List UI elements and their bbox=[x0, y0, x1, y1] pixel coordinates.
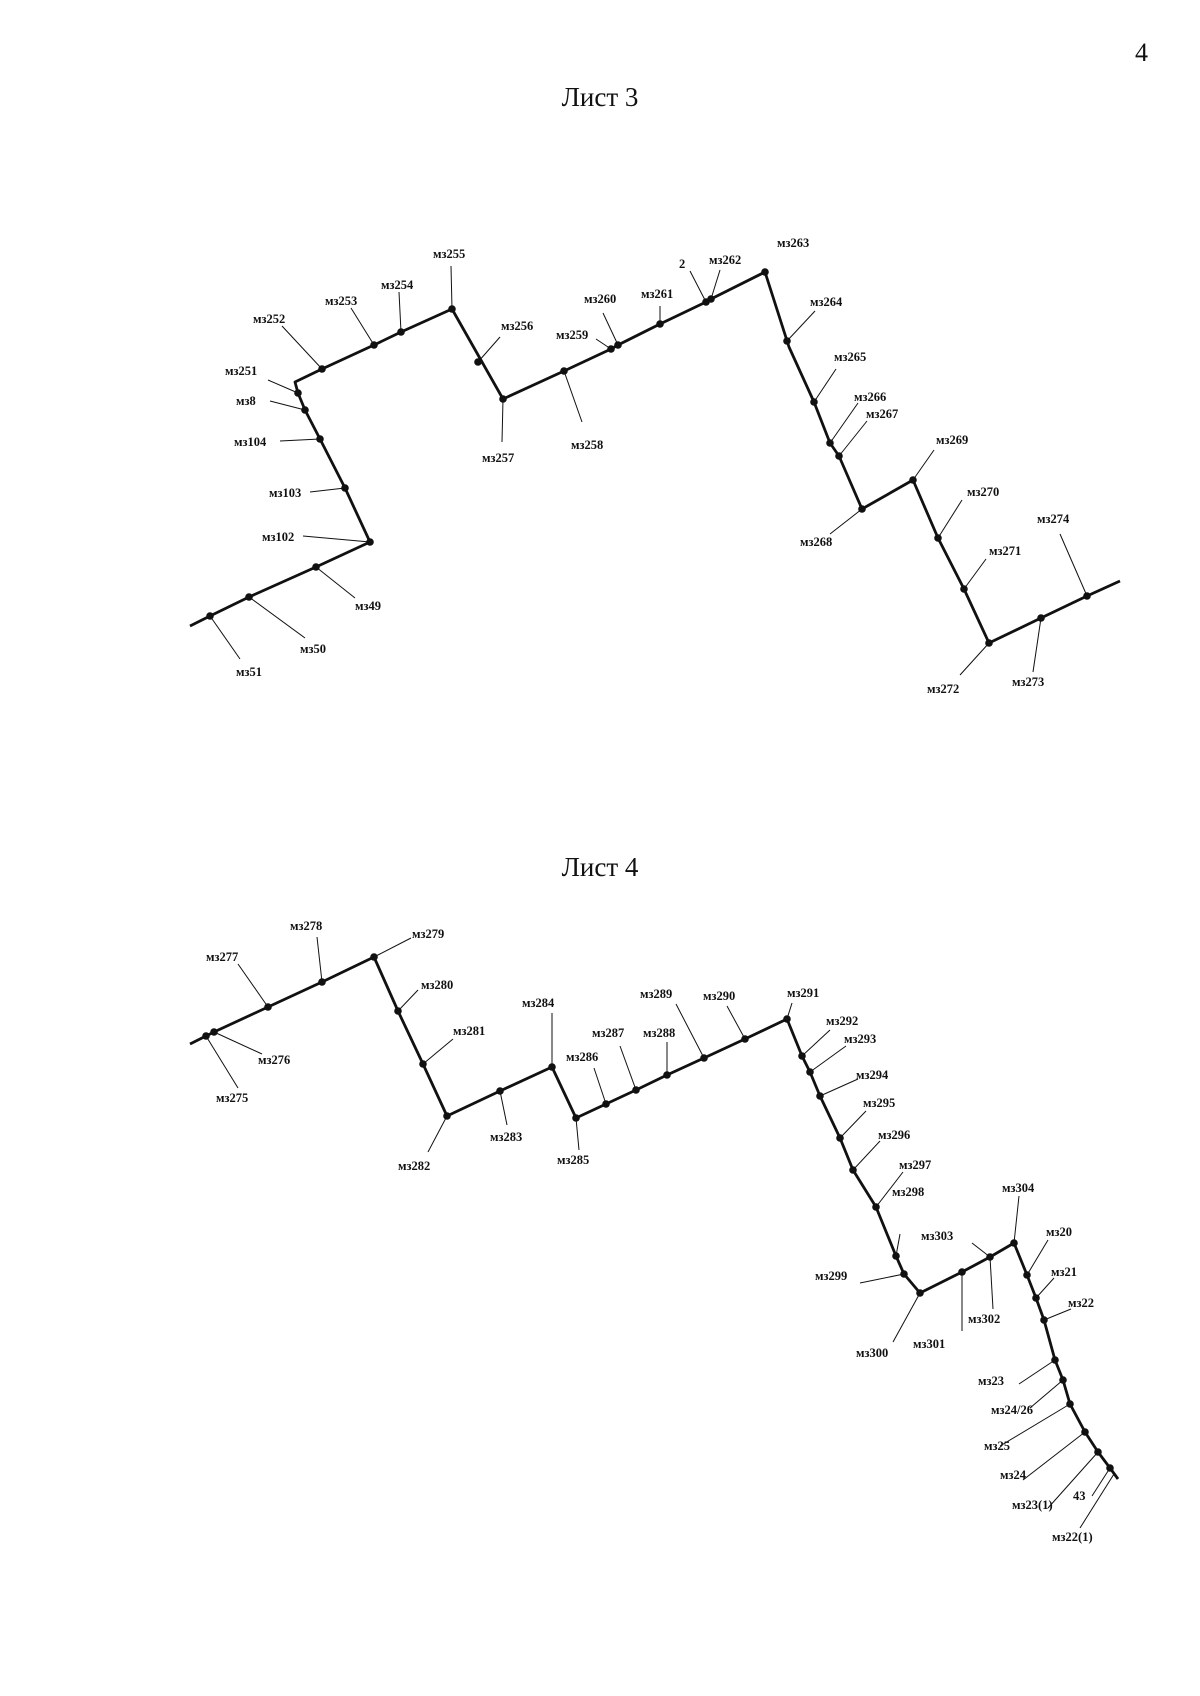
label-mz255: мз255 bbox=[433, 247, 465, 261]
label-mz103: мз103 bbox=[269, 486, 301, 500]
sheet-3-title: Лист 3 bbox=[561, 82, 639, 112]
label-mz287: мз287 bbox=[592, 1026, 624, 1040]
label-mz281: мз281 bbox=[453, 1024, 485, 1038]
label-mz25: мз25 bbox=[984, 1439, 1010, 1453]
label-mz50: мз50 bbox=[300, 642, 326, 656]
label-mz23-1: мз23(1) bbox=[1012, 1498, 1053, 1512]
label-mz256: мз256 bbox=[501, 319, 533, 333]
label-mz263: мз263 bbox=[777, 236, 809, 250]
label-mz293: мз293 bbox=[844, 1032, 876, 1046]
label-mz280: мз280 bbox=[421, 978, 453, 992]
label-mz290: мз290 bbox=[703, 989, 735, 1003]
label-mz260: мз260 bbox=[584, 292, 616, 306]
label-mz301: мз301 bbox=[913, 1337, 945, 1351]
label-mz277: мз277 bbox=[206, 950, 238, 964]
label-mz299: мз299 bbox=[815, 1269, 847, 1283]
label-mz282: мз282 bbox=[398, 1159, 430, 1173]
label-mz291: мз291 bbox=[787, 986, 819, 1000]
label-mz51: мз51 bbox=[236, 665, 262, 679]
label-mz294: мз294 bbox=[856, 1068, 889, 1082]
label-mz274: мз274 bbox=[1037, 512, 1070, 526]
sheet-4-route-line bbox=[189, 955, 1120, 1480]
label-mz289: мз289 bbox=[640, 987, 672, 1001]
label-mz268: мз268 bbox=[800, 535, 832, 549]
sheet-3-route-line bbox=[189, 270, 1121, 645]
sheet-3-labels: мз51 мз50 мз49 мз102 мз103 мз104 мз8 мз2… bbox=[225, 236, 1070, 696]
label-mz264: мз264 bbox=[810, 295, 843, 309]
sheet-4-points bbox=[202, 953, 1114, 1472]
label-mz272: мз272 bbox=[927, 682, 959, 696]
label-mz104: мз104 bbox=[234, 435, 267, 449]
page-number: 4 bbox=[1135, 38, 1148, 67]
label-mz22: мз22 bbox=[1068, 1296, 1094, 1310]
label-mz278: мз278 bbox=[290, 919, 322, 933]
label-mz285: мз285 bbox=[557, 1153, 589, 1167]
label-mz296: мз296 bbox=[878, 1128, 910, 1142]
label-mz271: мз271 bbox=[989, 544, 1021, 558]
sheet-4-labels: мз275 мз276 мз277 мз278 мз279 мз280 мз28… bbox=[206, 919, 1094, 1544]
label-mz49: мз49 bbox=[355, 599, 381, 613]
sheet-4-leaders bbox=[205, 936, 1115, 1529]
label-mz276: мз276 bbox=[258, 1053, 290, 1067]
label-mz297: мз297 bbox=[899, 1158, 931, 1172]
label-mz273: мз273 bbox=[1012, 675, 1044, 689]
label-mz20: мз20 bbox=[1046, 1225, 1072, 1239]
label-mz253: мз253 bbox=[325, 294, 357, 308]
sheet-4-title: Лист 4 bbox=[561, 852, 639, 882]
label-mz266: мз266 bbox=[854, 390, 886, 404]
label-mz279: мз279 bbox=[412, 927, 444, 941]
label-mz288: мз288 bbox=[643, 1026, 675, 1040]
label-mz267: мз267 bbox=[866, 407, 898, 421]
label-mz8: мз8 bbox=[236, 394, 256, 408]
label-mz292: мз292 bbox=[826, 1014, 858, 1028]
label-mz265: мз265 bbox=[834, 350, 866, 364]
sheet-3-points bbox=[206, 268, 1091, 647]
label-mz2426: мз24/26 bbox=[991, 1403, 1033, 1417]
label-mz252: мз252 bbox=[253, 312, 285, 326]
label-mz259: мз259 bbox=[556, 328, 588, 342]
label-mz257: мз257 bbox=[482, 451, 514, 465]
label-mz286: мз286 bbox=[566, 1050, 598, 1064]
sheet-3-leaders bbox=[209, 265, 1088, 676]
label-mz21: мз21 bbox=[1051, 1265, 1077, 1279]
label-mz295: мз295 bbox=[863, 1096, 895, 1110]
label-mz275: мз275 bbox=[216, 1091, 248, 1105]
label-mz102: мз102 bbox=[262, 530, 294, 544]
label-mz300: мз300 bbox=[856, 1346, 888, 1360]
label-mz24: мз24 bbox=[1000, 1468, 1027, 1482]
label-mz284: мз284 bbox=[522, 996, 555, 1010]
label-43: 43 bbox=[1073, 1489, 1086, 1503]
label-2: 2 bbox=[679, 257, 685, 271]
label-mz254: мз254 bbox=[381, 278, 414, 292]
label-mz303: мз303 bbox=[921, 1229, 953, 1243]
label-mz261: мз261 bbox=[641, 287, 673, 301]
label-mz302: мз302 bbox=[968, 1312, 1000, 1326]
label-mz269: мз269 bbox=[936, 433, 968, 447]
label-mz258: мз258 bbox=[571, 438, 603, 452]
label-mz251: мз251 bbox=[225, 364, 257, 378]
label-mz262: мз262 bbox=[709, 253, 741, 267]
label-mz23: мз23 bbox=[978, 1374, 1004, 1388]
label-mz22-1: мз22(1) bbox=[1052, 1530, 1093, 1544]
sheet-3-diagram: мз51 мз50 мз49 мз102 мз103 мз104 мз8 мз2… bbox=[189, 236, 1121, 696]
label-mz283: мз283 bbox=[490, 1130, 522, 1144]
label-mz270: мз270 bbox=[967, 485, 999, 499]
label-mz298: мз298 bbox=[892, 1185, 924, 1199]
label-mz304: мз304 bbox=[1002, 1181, 1035, 1195]
